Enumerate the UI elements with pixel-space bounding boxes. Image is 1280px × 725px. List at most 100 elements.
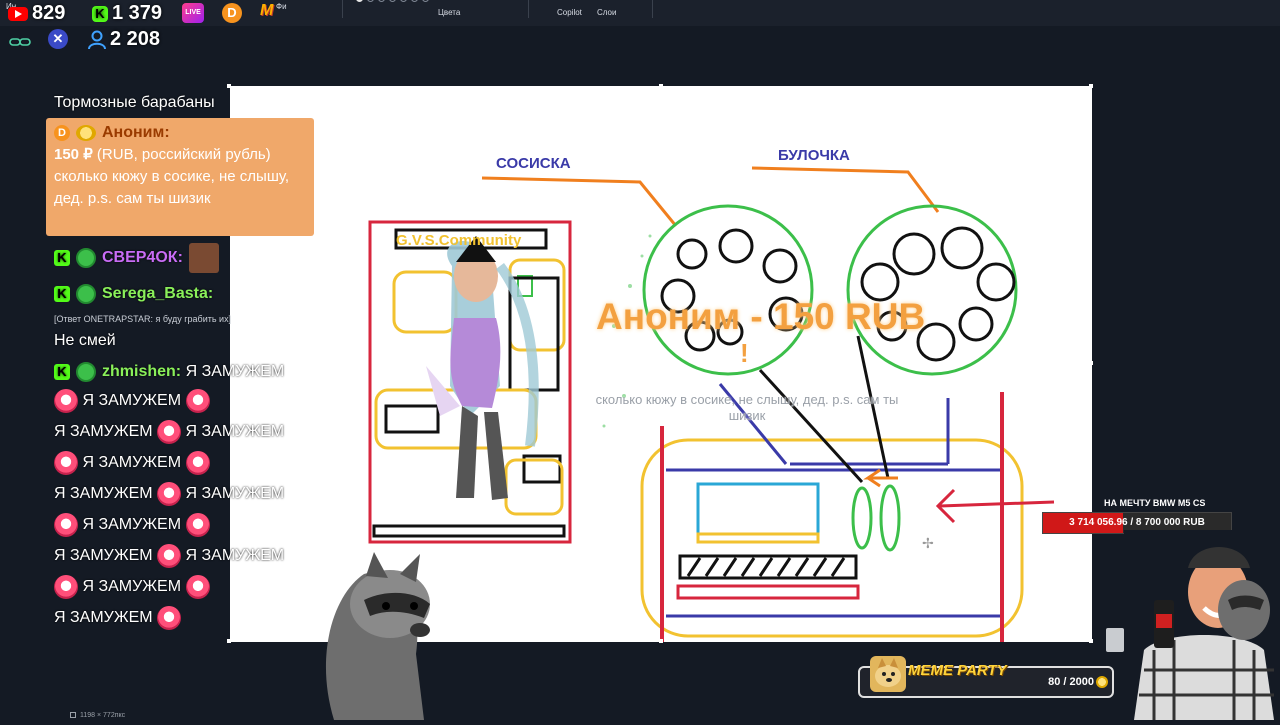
coin-icon [1096,676,1108,688]
message-text: Я ЗАМУЖЕМ [82,454,182,471]
label-bulochka: БУЛОЧКА [778,147,850,164]
page-dot[interactable] [389,0,396,2]
user-icon [88,30,106,50]
meme-party-count: 80 / 2000 [1048,676,1094,688]
badge-icon [76,247,96,268]
meme-party-bar: MEME PARTY 80 / 2000 [858,656,1114,698]
badge-icon [76,283,96,304]
badge-icon [76,361,96,382]
alert-message: сколько кюжу в сосике, не слышу, дед. p.… [595,392,899,423]
message-text: Я ЗАМУЖЕМ [185,423,285,440]
chat-message: Я ЗАМУЖЕМ [54,571,210,602]
drawing-canvas[interactable]: СОСИСКА БУЛОЧКА G.V.S.Community [230,86,1092,642]
tab-copilot[interactable]: Copilot [557,8,582,17]
chat-message: K СВЕР4ОК: [54,242,220,273]
viewers-count: 2 208 [110,28,161,50]
resize-handle[interactable] [227,84,231,88]
svg-text:✢: ✢ [922,536,934,552]
divider [528,0,529,18]
emote-icon [185,388,210,413]
kick-icon: K [54,363,70,380]
community-label: G.V.S.Community [396,232,522,249]
emote-icon [185,450,210,475]
resize-handle[interactable] [227,639,231,643]
link-icon [9,34,31,46]
emote-icon [185,512,210,537]
canvas-dimensions: 1198 × 772пкс [80,712,126,719]
chat-message: Не смей [54,332,116,349]
divider [342,0,343,18]
frame-icon [70,712,76,718]
viewers-stat: 2 208 [88,28,160,51]
message-text: Я ЗАМУЖЕМ [82,578,182,595]
emote-icon [54,512,78,537]
coin-icon [76,125,96,141]
emote-icon [157,543,182,568]
alert-mark: ! [740,338,749,368]
label-sosiska: СОСИСКА [496,155,571,172]
chat-username[interactable]: zhmishen: [102,363,182,380]
page-dot[interactable] [400,0,407,2]
chat-message: Я ЗАМУЖЕМ [54,602,182,633]
face-emote-icon [189,242,220,273]
donationalerts-icon: D [54,125,70,141]
chat-message: Я ЗАМУЖЕМ [54,509,210,540]
message-text: Я ЗАМУЖЕМ [185,547,285,564]
emote-icon [54,450,78,475]
page-dot[interactable] [356,0,363,2]
goal-label: НА МЕЧТУ BMW M5 CS [1104,498,1206,508]
chat-message: K Serega_Basta: [54,278,213,309]
youtube-icon [8,6,28,21]
kick-count: 1 379 [112,2,163,24]
youtube-count: 829 [32,2,66,24]
page-dot[interactable] [422,0,429,2]
resize-handle[interactable] [1089,361,1093,365]
chat-username[interactable]: Serega_Basta: [102,285,214,302]
live-icon: LIVE [182,3,204,23]
page-dot[interactable] [411,0,418,2]
emote-icon [157,419,182,444]
chat-message: Я ЗАМУЖЕМ Я ЗАМУЖЕМ [54,416,284,447]
donationalerts-icon: D [222,3,242,23]
message-text: Я ЗАМУЖЕМ [54,547,153,564]
donation-card: D Аноним: 150 ₽ (RUB, российский рубль) … [46,118,314,236]
goal-text: 3 714 056.96 / 8 700 000 RUB [1069,517,1205,528]
message-text: Я ЗАМУЖЕМ [82,392,182,409]
youtube-stat: 829 [8,2,65,25]
canvas-drawing: СОСИСКА БУЛОЧКА G.V.S.Community [368,147,1055,642]
goal-progress-bar: 3 714 056.96 / 8 700 000 RUB [1042,512,1232,534]
resize-handle[interactable] [1089,84,1093,88]
tab-layers[interactable]: Слои [597,8,617,17]
kick-icon: K [54,285,70,302]
goal-fill [1043,513,1124,533]
raccoon-overlay [304,534,444,720]
resize-handle[interactable] [659,84,663,88]
donor-name: Аноним: [102,124,170,141]
kick-icon: K [54,249,70,266]
message-text: Я ЗАМУЖЕМ [185,363,285,380]
emote-icon [54,574,78,599]
message-text: Я ЗАМУЖЕМ [54,609,153,626]
webcam-overlay [1124,530,1280,720]
message-text: Я ЗАМУЖЕМ [54,423,153,440]
message-text: Я ЗАМУЖЕМ [82,516,182,533]
emote-icon [157,605,182,630]
page-dot[interactable] [378,0,385,2]
resize-handle[interactable] [659,639,663,643]
alert-title: Аноним - 150 RUB [596,296,926,337]
x-icon: ✕ [48,29,68,49]
tab-colors[interactable]: Цвета [438,8,461,17]
memealerts-icon: M [260,2,274,19]
emote-icon [185,574,210,599]
kick-stat: K 1 379 [92,2,162,25]
chat-username[interactable]: СВЕР4ОК: [102,249,183,266]
chat-message: Тормозные барабаны [54,94,215,111]
tab-fragment-2[interactable]: Фи [276,2,287,11]
emote-icon [157,481,182,506]
reply-context: [Ответ ONETRAPSTAR: я буду грабить их] [54,314,232,324]
page-dots[interactable] [356,0,429,2]
anime-figure [426,236,539,500]
resize-handle[interactable] [1089,639,1093,643]
page-dot[interactable] [367,0,374,2]
